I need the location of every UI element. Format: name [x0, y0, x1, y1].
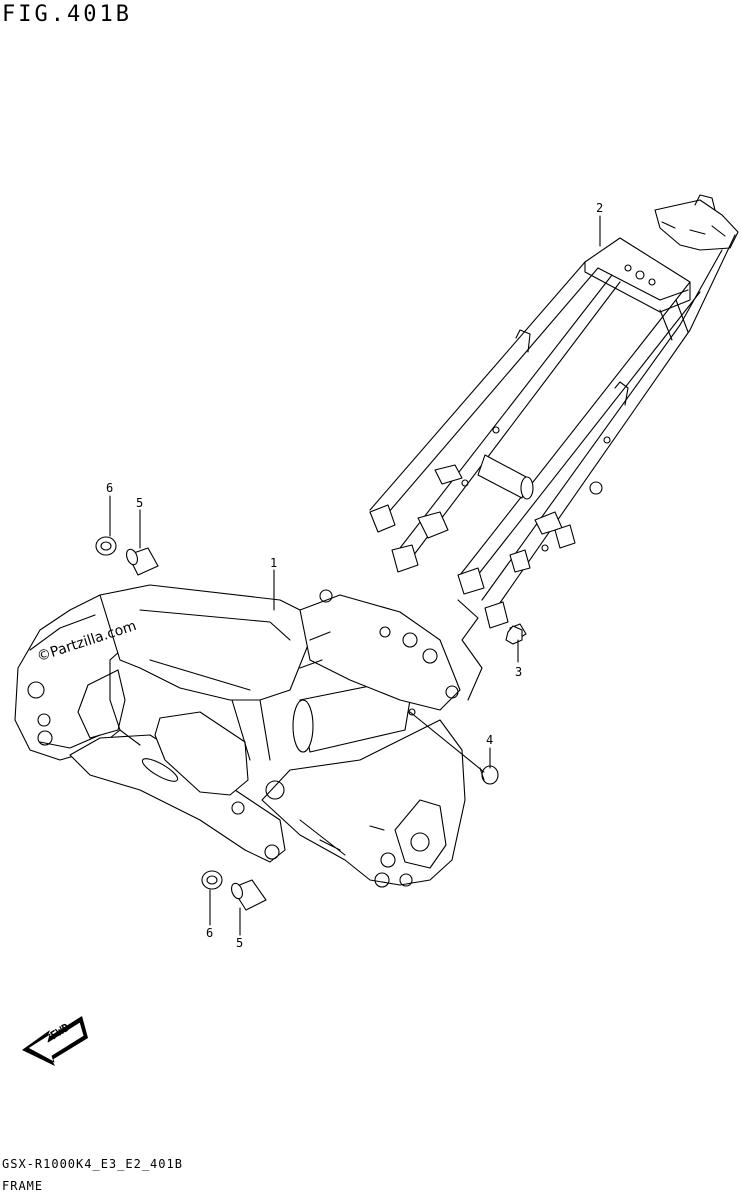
plug-part-4[interactable]	[479, 765, 499, 785]
callout-5-lower: 5	[236, 936, 244, 950]
seat-rail-subframe[interactable]	[369, 194, 739, 629]
callout-1: 1	[270, 556, 278, 570]
break-marker	[457, 599, 483, 701]
callout-6-upper: 6	[106, 481, 114, 495]
bushing-part-6-upper[interactable]	[95, 536, 117, 556]
callout-4: 4	[486, 733, 494, 747]
main-frame[interactable]	[14, 584, 466, 888]
figure-title: FIG.401B	[2, 2, 132, 27]
bushing-part-6-lower[interactable]	[201, 870, 223, 890]
collar-part-5-upper[interactable]	[125, 547, 159, 576]
collar-part-5-lower[interactable]	[230, 879, 267, 911]
callout-2: 2	[596, 201, 604, 215]
model-code: GSX-R1000K4_E3_E2_401B	[2, 1157, 183, 1171]
section-name: FRAME	[2, 1179, 44, 1193]
callout-6-lower: 6	[206, 926, 214, 940]
bolt-part-3[interactable]	[505, 623, 527, 645]
fwd-arrow-icon	[22, 1016, 88, 1066]
leader-lines	[109, 215, 601, 936]
callout-3: 3	[515, 665, 523, 679]
callout-5-upper: 5	[136, 496, 144, 510]
